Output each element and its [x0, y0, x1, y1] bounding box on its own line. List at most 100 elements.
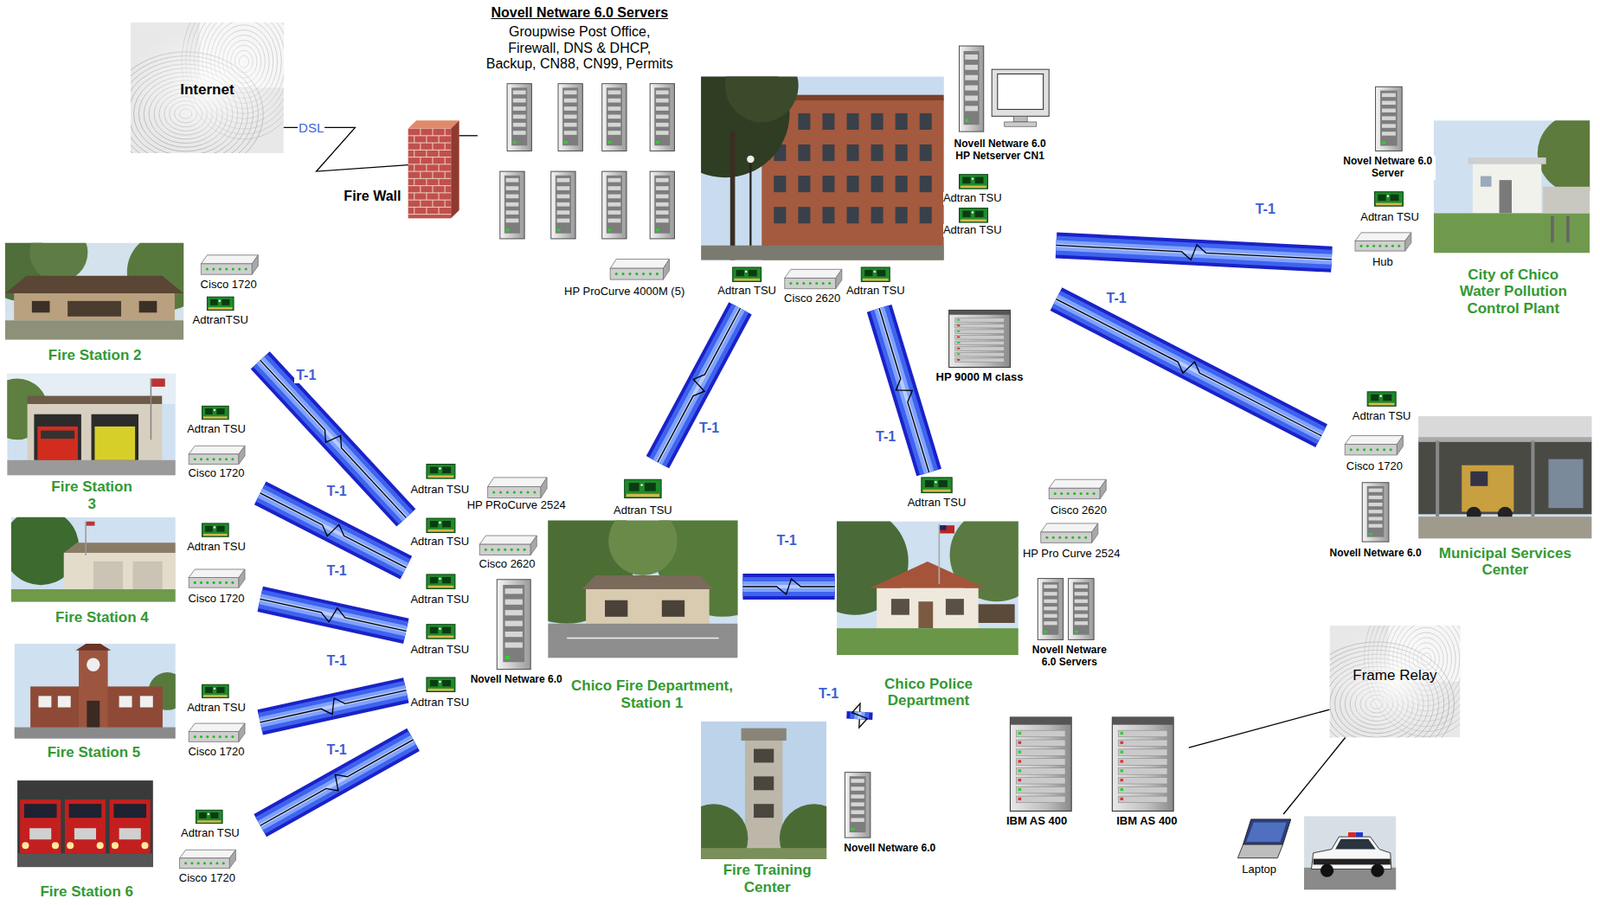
firewall-wall-icon: [413, 178, 415, 186]
site-photo: [1480, 176, 1492, 187]
server-icon: [1381, 108, 1396, 112]
router-icon: [1369, 448, 1373, 451]
router-icon: [610, 259, 669, 281]
site-photo: [109, 799, 151, 854]
site-photo: [132, 561, 162, 590]
site-photo: [871, 206, 884, 224]
server-icon: [850, 828, 855, 831]
server-icon: [1368, 488, 1383, 493]
device-label: Hub: [1372, 256, 1394, 270]
site-photo: [37, 426, 78, 461]
site-photo: [1418, 440, 1592, 515]
firewall-wall-icon: [444, 171, 446, 179]
server-icon: [513, 89, 527, 95]
site-photo: [140, 695, 154, 707]
server-icon: [964, 64, 978, 71]
t1-link: [657, 308, 741, 463]
t1-link: [260, 493, 407, 568]
node-label: IBM AS 400: [1006, 815, 1067, 829]
firewall-wall-icon: [444, 186, 446, 193]
router-icon: [1048, 488, 1100, 499]
server-icon: [1074, 606, 1088, 611]
server-icon: [506, 228, 510, 232]
firewall-wall-icon: [425, 206, 427, 214]
monitor-icon: [1004, 122, 1037, 127]
cloud-icon: [130, 22, 284, 154]
router-icon: [212, 581, 216, 585]
site-photo: [746, 155, 754, 163]
device-label: Adtran TSU: [186, 701, 246, 715]
site-photo: [21, 841, 29, 849]
t1-link: [260, 739, 414, 826]
server-icon: [1043, 614, 1057, 618]
site-photo: [836, 521, 1019, 656]
server-icon: [564, 114, 578, 119]
site-photo: [585, 589, 710, 624]
router-icon: [1048, 479, 1106, 499]
router-icon: [1362, 448, 1366, 451]
server-icon: [655, 194, 669, 200]
rack-server-icon: [1018, 741, 1022, 745]
firewall-wall-icon: [444, 199, 446, 207]
t1-link: [1056, 299, 1323, 437]
tsu-card-icon: [962, 177, 971, 184]
rack-server-icon: [957, 330, 961, 333]
server-icon: [608, 202, 622, 207]
site-photo: [93, 561, 123, 590]
site-photo: [822, 113, 835, 130]
server-group: Novell Netware 6.0 ServersGroupwise Post…: [477, 2, 688, 307]
router-icon: [1355, 448, 1359, 451]
site-node: City of Chico Water Pollution Control Pl…: [1331, 86, 1595, 327]
server-icon: [505, 631, 523, 637]
router-icon: [224, 268, 228, 271]
site-photo: [847, 206, 860, 224]
site-photo: [14, 643, 176, 739]
tsu-card-icon: [199, 812, 207, 819]
server-icon: [1068, 578, 1094, 641]
site-photo: [547, 623, 738, 659]
site-photo: [67, 301, 122, 317]
router-icon: [520, 490, 523, 494]
site-photo: [761, 98, 944, 261]
tsu-card-icon: [921, 477, 952, 494]
police-car-photo: [1320, 864, 1334, 878]
link-label: DSL: [297, 120, 325, 135]
router-icon: [222, 861, 225, 865]
server-icon: [850, 786, 864, 791]
server-icon: [1043, 591, 1057, 596]
firewall-wall-icon: [413, 149, 415, 157]
site-photo: [847, 144, 860, 161]
server-icon: [506, 202, 520, 207]
firewall-wall-icon: [444, 157, 446, 165]
site-photo: [64, 542, 176, 553]
router-icon: [205, 457, 209, 461]
monitor-icon: [991, 69, 1049, 127]
site-title: Fire Station 4: [55, 609, 149, 627]
site-photo: [1499, 179, 1512, 213]
server-icon: [1074, 599, 1088, 604]
site-photo: [773, 206, 786, 224]
tsu-card-icon: [426, 624, 456, 640]
police-car-photo: [1370, 864, 1384, 878]
tsu-card-icon: [736, 269, 745, 277]
firewall-wall-icon: [419, 186, 421, 193]
device-label: Adtran TSU: [186, 540, 246, 554]
server-icon: [1074, 621, 1088, 625]
firewall-wall-icon: [425, 178, 427, 186]
router-icon: [1040, 523, 1099, 543]
server-icon: [1368, 502, 1383, 507]
t1-link: [879, 308, 930, 473]
router-icon: [784, 269, 842, 289]
tsu-card-icon: [430, 577, 438, 584]
router-icon: [238, 723, 245, 742]
link-label: T-1: [775, 533, 799, 549]
router-icon: [1052, 536, 1055, 540]
tsu-card-icon: [1374, 192, 1403, 207]
tsu-card-icon: [442, 680, 451, 687]
router-icon: [1099, 479, 1106, 499]
police-car-photo: [1313, 859, 1391, 866]
device-label: Adtran TSU: [186, 423, 246, 437]
site-photo: [822, 175, 835, 193]
site-photo: [1542, 186, 1590, 214]
server-icon: [505, 655, 510, 660]
